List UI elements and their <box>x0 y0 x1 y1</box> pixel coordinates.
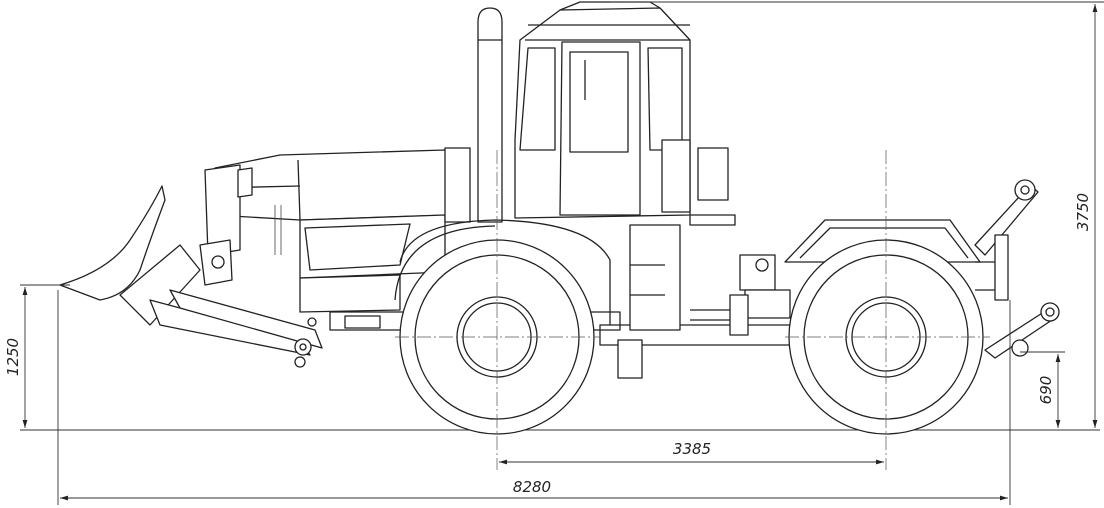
rear-hitch <box>974 179 1060 359</box>
blade-height-label: 1250 <box>4 338 22 376</box>
blade-height-dimension: 1250 <box>4 284 70 428</box>
hitch-height-label: 690 <box>1037 376 1055 405</box>
wheelbase-dimension: 3385 <box>499 440 884 465</box>
dozer-blade <box>59 164 323 368</box>
tractor-body <box>214 1 981 379</box>
overall-height-dimension: 3750 <box>610 1 1104 428</box>
overall-length-label: 8280 <box>513 478 551 496</box>
hitch-height-dimension: 690 <box>1020 351 1065 428</box>
wheelbase-label: 3385 <box>673 440 711 458</box>
overall-length-dimension: 8280 <box>57 290 1011 505</box>
overall-height-label: 3750 <box>1074 193 1092 231</box>
